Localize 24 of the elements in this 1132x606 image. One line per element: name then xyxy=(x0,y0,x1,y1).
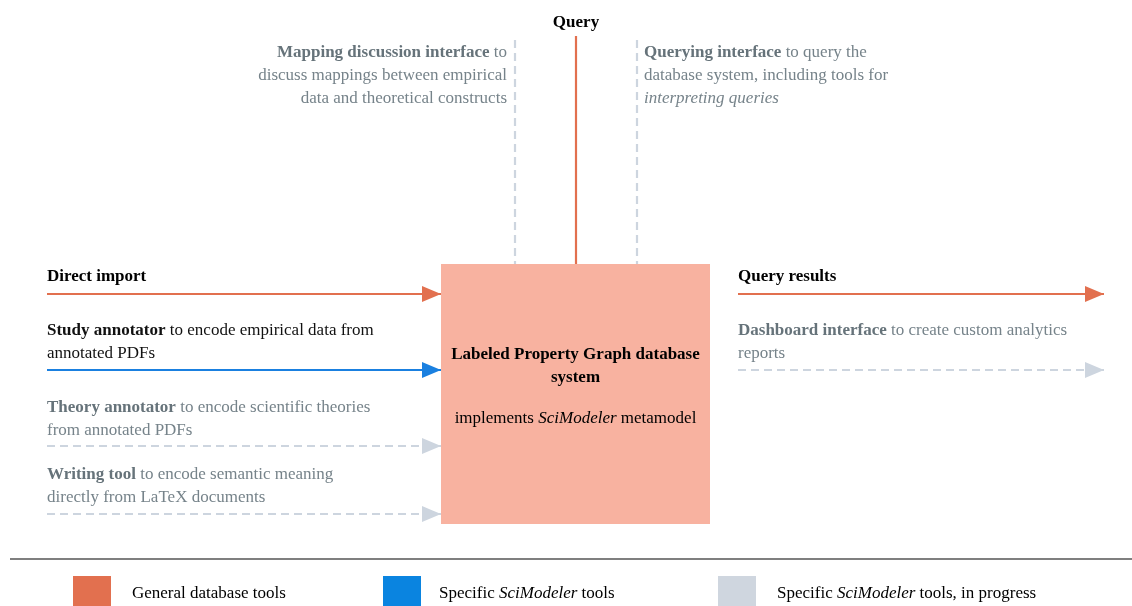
arrow xyxy=(738,286,1104,302)
arrow xyxy=(47,506,441,522)
tool-description: Querying interface to query the database system, including tools for interpreting queries xyxy=(637,40,907,112)
tool-description: Writing tool to encode semantic meaning directly from LaTeX documents xyxy=(47,462,387,514)
legend-label: General database tools xyxy=(132,583,286,603)
input-heading: Direct import xyxy=(47,264,247,294)
arrow xyxy=(47,438,441,454)
tool-description: Dashboard interface to create custom analytics reports xyxy=(738,318,1068,370)
connector-line xyxy=(635,40,639,264)
tool-description: Mapping discussion interface to discuss mappings between empirical data and theoretical constructs xyxy=(245,40,515,136)
box-text: implements SciModeler metamodel xyxy=(454,406,697,429)
arrow xyxy=(47,286,441,302)
box-text: Labeled Property Graph database system xyxy=(450,342,701,388)
legend-label: Specific SciModeler tools, in progress xyxy=(777,583,1037,603)
database-box xyxy=(441,264,710,524)
arrow xyxy=(47,362,441,378)
connector-line xyxy=(574,36,578,264)
tool-description: Theory annotator to encode scientific theories from annotated PDFs xyxy=(47,395,377,446)
legend-label: Specific SciModeler tools xyxy=(439,583,615,603)
query-heading: Query xyxy=(540,10,612,36)
output-heading: Query results xyxy=(738,264,938,294)
connector-line xyxy=(513,40,517,264)
arrow xyxy=(738,362,1104,378)
tool-description: Study annotator to encode empirical data from annotated PDFs xyxy=(47,318,377,370)
